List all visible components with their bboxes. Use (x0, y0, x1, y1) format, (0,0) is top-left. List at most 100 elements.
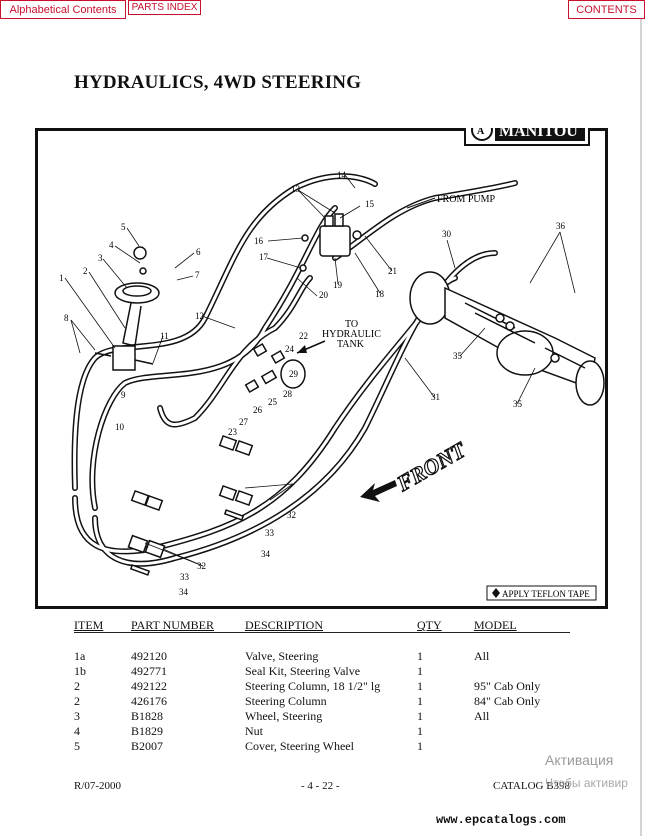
callout-17: 17 (259, 252, 269, 262)
cell-part-number: 492771 (131, 664, 167, 678)
callout-11: 11 (160, 331, 169, 341)
cell-qty: 1 (417, 724, 423, 738)
callout-24: 24 (285, 344, 295, 354)
cell-description: Nut (245, 724, 263, 738)
catalog-number: CATALOG B398 (493, 780, 571, 792)
hydraulic-diagram: A MANITOU (35, 128, 608, 609)
manitou-logo: A MANITOU (464, 128, 590, 146)
teflon-label: APPLY TEFLON TAPE (502, 589, 590, 599)
teflon-note: APPLY TEFLON TAPE (486, 585, 597, 601)
col-header-qty: QTY (417, 618, 442, 632)
from-pump-label: FROM PUMP (437, 194, 496, 205)
callout-16: 16 (254, 236, 264, 246)
callout-32b: 32 (197, 561, 206, 571)
front-arrow: FRONT (360, 436, 472, 502)
callout-5: 5 (121, 222, 126, 232)
callout-32a: 32 (287, 510, 296, 520)
callout-33b: 33 (180, 572, 190, 582)
cell-model: All (474, 709, 490, 723)
callout-9: 9 (121, 390, 126, 400)
revision-date: R/07-2000 (74, 780, 122, 792)
callout-21: 21 (388, 266, 397, 276)
parts-index-button[interactable]: PARTS INDEX (128, 0, 201, 15)
cell-part-number: 492122 (131, 679, 167, 693)
col-header-description: DESCRIPTION (245, 618, 324, 632)
cell-description: Wheel, Steering (245, 709, 323, 723)
callout-27: 27 (239, 417, 249, 427)
diagram-frame (35, 128, 608, 609)
page-edge-divider (640, 0, 642, 836)
cell-qty: 1 (417, 739, 423, 753)
alphabetical-contents-button[interactable]: Alphabetical Contents (0, 0, 126, 19)
page-number: - 4 - 22 - (301, 780, 340, 792)
pump-arrow (406, 197, 436, 209)
cell-part-number: B2007 (131, 739, 164, 753)
callout-1: 1 (59, 273, 64, 283)
hose-clamps (127, 434, 254, 576)
site-url[interactable]: www.epcatalogs.com (436, 813, 566, 827)
cell-qty: 1 (417, 679, 423, 693)
activation-watermark-line1: Активация (545, 752, 614, 768)
callout-30: 30 (442, 229, 452, 239)
callout-8: 8 (64, 313, 69, 323)
callout-19: 19 (333, 280, 343, 290)
cell-model: 84" Cab Only (474, 694, 541, 708)
callout-4: 4 (109, 240, 114, 250)
activation-watermark-line2: Чтобы активир (545, 776, 628, 790)
callout-31: 31 (431, 392, 440, 402)
manitou-logo-text: MANITOU (499, 128, 578, 140)
cell-item: 1b (74, 664, 86, 678)
callout-34b: 34 (179, 587, 189, 597)
cell-description: Seal Kit, Steering Valve (245, 664, 361, 678)
callout-2: 2 (83, 266, 88, 276)
cell-item: 5 (74, 739, 80, 753)
to-tank-line3: TANK (337, 339, 365, 350)
front-label: FRONT (392, 436, 471, 496)
callout-28: 28 (283, 389, 293, 399)
steer-axle (409, 271, 605, 406)
callout-3: 3 (98, 253, 103, 263)
callout-35b: 35 (513, 399, 523, 409)
callout-6: 6 (196, 247, 201, 257)
col-header-model: MODEL (474, 618, 517, 632)
to-tank-line1: TO (345, 319, 358, 330)
table-header-rule (74, 632, 570, 633)
callout-23: 23 (228, 427, 238, 437)
cell-item: 3 (74, 709, 80, 723)
callout-18: 18 (375, 289, 385, 299)
callout-13: 13 (291, 184, 301, 194)
priority-valve-block (299, 213, 362, 272)
col-header-part-number: PART NUMBER (131, 618, 214, 632)
cell-qty: 1 (417, 649, 423, 663)
cell-part-number: B1829 (131, 724, 164, 738)
cell-part-number: 426176 (131, 694, 167, 708)
cell-description: Steering Column (245, 694, 327, 708)
callout-26: 26 (253, 405, 263, 415)
callout-10: 10 (115, 422, 125, 432)
cell-item: 4 (74, 724, 80, 738)
callout-20: 20 (319, 290, 329, 300)
leader-lines (64, 174, 576, 567)
cell-part-number: B1828 (131, 709, 164, 723)
callout-15: 15 (365, 199, 375, 209)
tank-fittings (244, 343, 306, 393)
callout-36: 36 (556, 221, 566, 231)
contents-button[interactable]: CONTENTS (568, 0, 645, 19)
to-tank-line2: HYDRAULIC (322, 329, 381, 340)
cell-qty: 1 (417, 664, 423, 678)
cell-description: Steering Column, 18 1/2" lg (245, 679, 381, 693)
steering-column (94, 246, 160, 371)
cell-qty: 1 (417, 709, 423, 723)
callout-12: 12 (195, 311, 204, 321)
cell-item: 2 (74, 694, 80, 708)
callout-7: 7 (195, 270, 200, 280)
callout-29: 29 (289, 369, 299, 379)
svg-text:A: A (477, 128, 485, 137)
cell-part-number: 492120 (131, 649, 167, 663)
cell-model: All (474, 649, 490, 663)
callout-34a: 34 (261, 549, 271, 559)
callout-22: 22 (299, 331, 308, 341)
page-title: HYDRAULICS, 4WD STEERING (74, 72, 362, 93)
cell-description: Valve, Steering (245, 649, 319, 663)
col-header-item: ITEM (74, 618, 104, 632)
